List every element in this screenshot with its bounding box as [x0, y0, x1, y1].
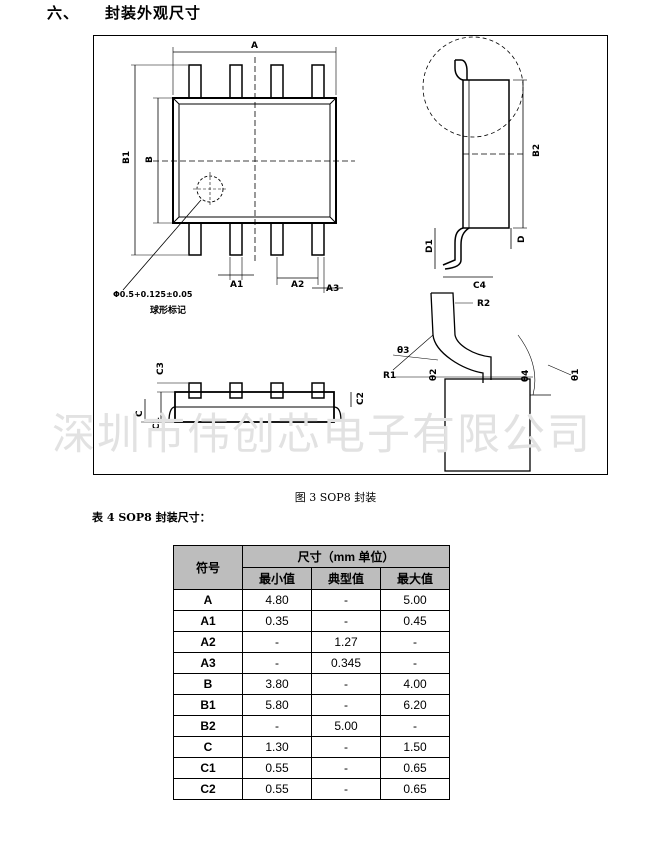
- dim-c4-label: C4: [473, 281, 486, 291]
- top-pins: [188, 64, 325, 99]
- dim-b1-label: B1: [122, 151, 132, 164]
- row-min: 0.35: [242, 610, 312, 632]
- detail-view: [392, 292, 572, 472]
- symbol-header: 符号: [173, 545, 243, 590]
- row-min: 5.80: [242, 694, 312, 716]
- table-row: A3-0.345-: [173, 652, 450, 674]
- row-min: 0.55: [242, 757, 312, 779]
- row-typ: -: [311, 736, 381, 758]
- dim-d1-label: D1: [425, 239, 435, 253]
- row-symbol: A1: [173, 610, 243, 632]
- top-view: [122, 47, 355, 293]
- dim-a1-label: A1: [230, 280, 243, 290]
- row-symbol: B: [173, 673, 243, 695]
- min-header: 最小值: [242, 567, 312, 590]
- section-number: 六、: [47, 4, 80, 22]
- row-typ: -: [311, 589, 381, 611]
- dim-r1-label: R1: [383, 371, 396, 381]
- dim-b-label: B: [145, 156, 155, 163]
- row-typ: 0.345: [311, 652, 381, 674]
- dimension-group-header: 尺寸（mm 单位）: [242, 545, 450, 568]
- table-caption: 表 4 SOP8 封装尺寸：: [92, 511, 211, 524]
- row-typ: -: [311, 694, 381, 716]
- row-symbol: A3: [173, 652, 243, 674]
- dim-r2-label: R2: [477, 299, 490, 309]
- dim-c2-label: C2: [356, 392, 366, 405]
- row-min: -: [242, 652, 312, 674]
- row-typ: 5.00: [311, 715, 381, 737]
- row-max: 4.00: [380, 673, 450, 695]
- package-drawing: A B1 B A1 A2 A3 Φ0.5+0.125±0.05 球形标记: [93, 35, 608, 475]
- row-typ: -: [311, 778, 381, 800]
- row-min: -: [242, 631, 312, 653]
- row-max: 0.65: [380, 778, 450, 800]
- row-symbol: A2: [173, 631, 243, 653]
- row-symbol: C1: [173, 757, 243, 779]
- front-view-labels: C3 C C1 C2: [135, 362, 366, 430]
- table-subheader-row: 最小值 典型值 最大值: [174, 567, 450, 590]
- row-max: 0.65: [380, 757, 450, 779]
- dim-c3-label: C3: [156, 362, 166, 375]
- row-min: 4.80: [242, 589, 312, 611]
- row-max: -: [380, 715, 450, 737]
- max-header: 最大值: [380, 567, 450, 590]
- dim-theta4-label: θ4: [521, 370, 531, 382]
- side-view-labels: B2 D1 D C4: [425, 144, 542, 291]
- dim-b2-label: B2: [532, 144, 542, 157]
- dim-a2-label: A2: [291, 280, 304, 290]
- row-symbol: C: [173, 736, 243, 758]
- table-row: B2-5.00-: [173, 715, 450, 737]
- row-min: 3.80: [242, 673, 312, 695]
- row-min: 0.55: [242, 778, 312, 800]
- row-min: 1.30: [242, 736, 312, 758]
- top-view-labels: A B1 B A1 A2 A3 Φ0.5+0.125±0.05 球形标记: [113, 41, 339, 316]
- bottom-pins: [188, 222, 325, 256]
- dim-theta2-label: θ2: [429, 369, 439, 381]
- dim-a-label: A: [251, 41, 258, 51]
- row-max: 1.50: [380, 736, 450, 758]
- section-title: 封装外观尺寸: [105, 4, 202, 22]
- row-max: 0.45: [380, 610, 450, 632]
- marker-label: 球形标记: [150, 304, 186, 316]
- section-heading: 六、 封装外观尺寸: [47, 2, 201, 23]
- dim-c1-label: C1: [152, 417, 162, 430]
- dim-theta3-label: θ3: [397, 346, 409, 356]
- row-symbol: C2: [173, 778, 243, 800]
- row-typ: -: [311, 610, 381, 632]
- dim-c-label: C: [135, 410, 145, 417]
- company-watermark: 深圳市伟创芯电子有限公司: [52, 410, 592, 460]
- row-symbol: B2: [173, 715, 243, 737]
- figure-caption: 图 3 SOP8 封装: [294, 491, 377, 504]
- table-row: A2-1.27-: [173, 631, 450, 653]
- dim-d-label: D: [517, 236, 527, 243]
- marker-note: Φ0.5+0.125±0.05: [113, 290, 193, 299]
- dim-a3-label: A3: [326, 284, 339, 294]
- row-typ: -: [311, 673, 381, 695]
- row-max: 6.20: [380, 694, 450, 716]
- front-view: [141, 382, 352, 423]
- row-symbol: B1: [173, 694, 243, 716]
- row-min: -: [242, 715, 312, 737]
- side-view: [422, 36, 527, 278]
- row-typ: 1.27: [311, 631, 381, 653]
- row-symbol: A: [173, 589, 243, 611]
- dim-theta1-label: θ1: [571, 369, 581, 381]
- row-max: 5.00: [380, 589, 450, 611]
- row-max: -: [380, 652, 450, 674]
- row-max: -: [380, 631, 450, 653]
- table-header-row: 符号 尺寸（mm 单位）: [173, 545, 450, 590]
- detail-view-labels: R2 θ3 R1 θ2 θ4 θ1: [383, 299, 581, 382]
- package-drawing-svg: A B1 B A1 A2 A3 Φ0.5+0.125±0.05 球形标记: [93, 35, 608, 475]
- row-typ: -: [311, 757, 381, 779]
- typ-header: 典型值: [311, 567, 381, 590]
